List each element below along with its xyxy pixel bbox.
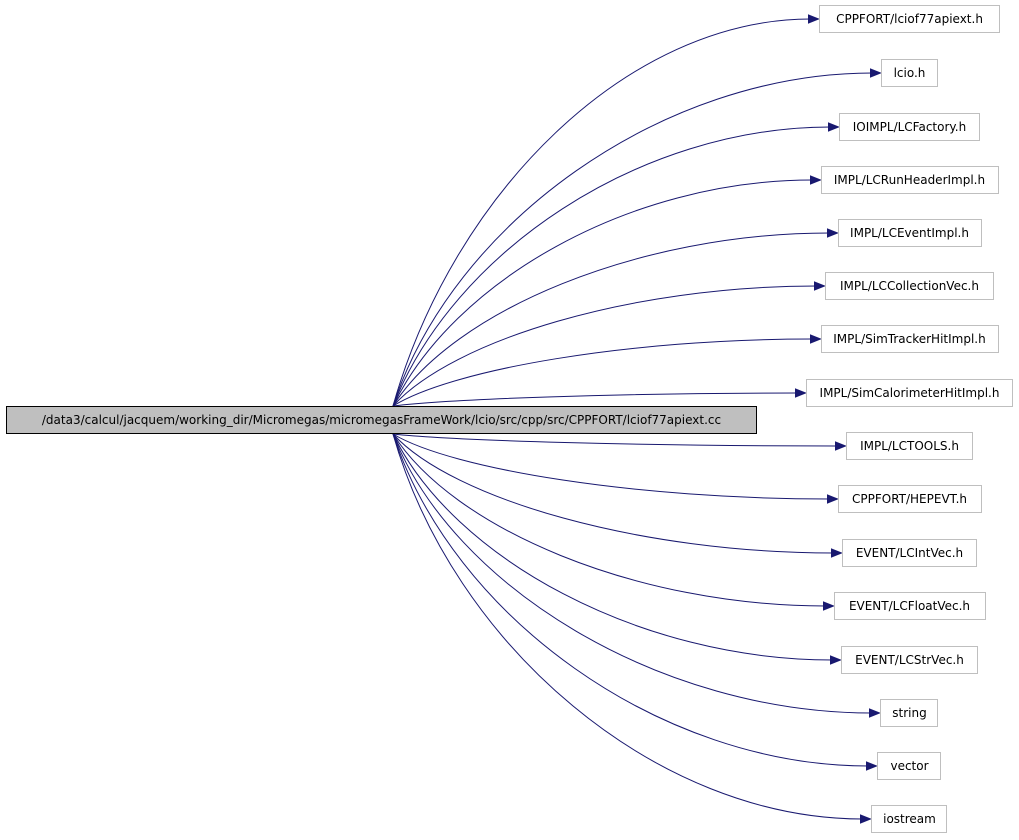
edge-15 [392,433,863,820]
edge-10 [392,433,834,554]
edge-6 [392,338,813,407]
arrowhead-13 [869,708,881,718]
arrowhead-4 [827,228,839,238]
include-node-3-box [821,166,999,194]
arrowhead-12 [830,655,842,665]
include-node-12-box [841,646,978,674]
include-node-5-box [825,272,994,300]
include-node-10-label: EVENT/LCIntVec.h [856,546,963,560]
edge-5 [392,285,817,407]
include-node-3[interactable]: IMPL/LCRunHeaderImpl.h [821,166,999,194]
include-node-12-label: EVENT/LCStrVec.h [855,653,964,667]
include-node-4-box [838,219,982,247]
include-node-14[interactable]: vector [877,752,941,780]
include-node-15-box [871,805,947,833]
include-node-0-box [819,5,1000,33]
include-node-11-box [834,592,986,620]
arrowhead-8 [835,441,847,451]
include-node-13-label: string [892,706,926,720]
edge-2 [392,126,831,407]
include-node-10[interactable]: EVENT/LCIntVec.h [842,539,977,567]
include-node-15[interactable]: iostream [871,805,947,833]
root-node-label: /data3/calcul/jacquem/working_dir/Microm… [42,413,721,427]
include-node-6-box [821,325,999,353]
include-node-8[interactable]: IMPL/LCTOOLS.h [846,432,973,460]
arrowhead-11 [823,601,835,611]
edge-13 [392,433,872,714]
include-node-4[interactable]: IMPL/LCEventImpl.h [838,219,982,247]
edge-8 [392,433,838,447]
include-node-0[interactable]: CPPFORT/lciof77apiext.h [819,5,1000,33]
include-node-13[interactable]: string [880,699,938,727]
include-node-2[interactable]: IOIMPL/LCFactory.h [839,113,980,141]
edge-12 [392,433,833,661]
edge-11 [392,433,826,607]
include-node-8-label: IMPL/LCTOOLS.h [860,439,959,453]
edges-layer [392,14,882,824]
include-node-14-box [877,752,941,780]
arrowhead-7 [795,388,807,398]
root-node[interactable]: /data3/calcul/jacquem/working_dir/Microm… [6,406,757,434]
arrowhead-9 [827,494,839,504]
arrowhead-2 [828,122,840,132]
edge-0 [392,18,811,407]
include-node-6-label: IMPL/SimTrackerHitImpl.h [833,332,985,346]
include-node-2-box [839,113,980,141]
include-node-5-label: IMPL/LCCollectionVec.h [840,279,979,293]
include-node-0-label: CPPFORT/lciof77apiext.h [836,12,983,26]
include-node-9[interactable]: CPPFORT/HEPEVT.h [838,485,982,513]
edge-1 [392,72,873,407]
include-node-10-box [842,539,977,567]
root-node-box [6,406,757,434]
edge-14 [392,433,869,767]
arrowhead-10 [831,548,843,558]
include-node-7[interactable]: IMPL/SimCalorimeterHitImpl.h [806,379,1013,407]
include-node-9-box [838,485,982,513]
include-node-15-label: iostream [883,812,936,826]
include-node-5[interactable]: IMPL/LCCollectionVec.h [825,272,994,300]
arrowhead-14 [866,761,878,771]
include-node-1-box [881,59,938,87]
include-node-3-label: IMPL/LCRunHeaderImpl.h [834,173,985,187]
include-node-1[interactable]: lcio.h [881,59,938,87]
arrowhead-6 [810,334,822,344]
edge-7 [392,392,798,407]
include-node-11[interactable]: EVENT/LCFloatVec.h [834,592,986,620]
include-node-6[interactable]: IMPL/SimTrackerHitImpl.h [821,325,999,353]
arrowhead-5 [814,281,826,291]
include-node-12[interactable]: EVENT/LCStrVec.h [841,646,978,674]
edge-3 [392,179,813,407]
include-node-11-label: EVENT/LCFloatVec.h [849,599,970,613]
include-node-7-box [806,379,1013,407]
include-node-1-label: lcio.h [894,66,926,80]
include-node-13-box [880,699,938,727]
include-node-4-label: IMPL/LCEventImpl.h [850,226,969,240]
edge-4 [392,232,830,407]
arrowhead-3 [810,175,822,185]
include-node-14-label: vector [890,759,928,773]
arrowhead-15 [860,814,872,824]
arrowhead-0 [808,14,820,24]
include-node-7-label: IMPL/SimCalorimeterHitImpl.h [820,386,1000,400]
include-node-2-label: IOIMPL/LCFactory.h [853,120,966,134]
include-node-9-label: CPPFORT/HEPEVT.h [852,492,967,506]
include-node-8-box [846,432,973,460]
edge-9 [392,433,830,500]
arrowhead-1 [870,68,882,78]
